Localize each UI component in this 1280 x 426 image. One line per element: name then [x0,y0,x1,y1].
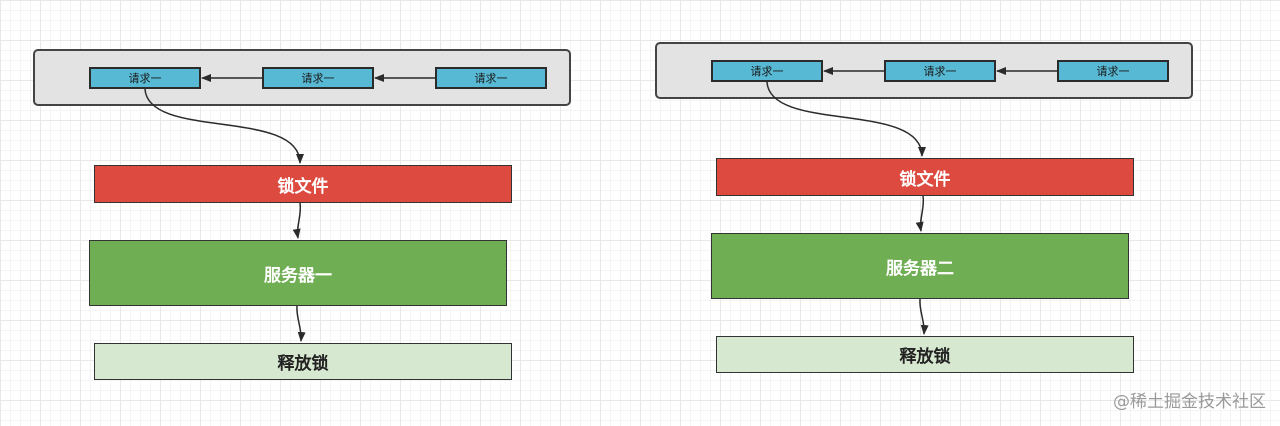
flow2-arrow-lock-to-server [915,195,925,232]
release-lock-box-2: 释放锁 [716,336,1134,373]
server-box-2: 服务器二 [711,233,1129,299]
queue1-request-1: 请求一 [89,67,201,89]
lock-file-box-1: 锁文件 [94,165,512,203]
queue1-request-3: 请求一 [435,67,547,89]
queue2-request-2: 请求一 [884,60,996,82]
lock-file-box-2: 锁文件 [716,158,1134,196]
queue2-request-1: 请求一 [711,60,823,82]
server-box-1: 服务器一 [89,240,507,306]
watermark: @稀土掘金技术社区 [1113,392,1266,412]
flow1-arrow-server-to-release [296,305,306,342]
queue1-request-2: 请求一 [262,67,374,89]
release-lock-box-1: 释放锁 [94,343,512,380]
flow1-arrow-lock-to-server [292,202,302,239]
flow2-arrow-server-to-release [919,298,929,335]
queue2-request-3: 请求一 [1057,60,1169,82]
